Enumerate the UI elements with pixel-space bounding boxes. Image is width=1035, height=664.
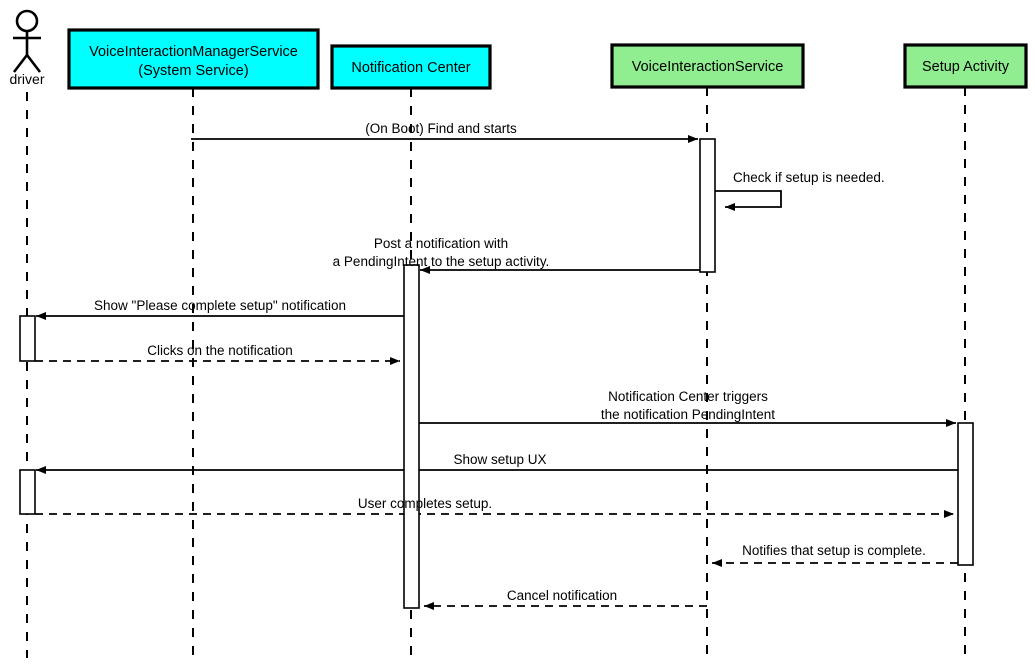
activation-bar-vis (699, 138, 716, 273)
message-label-msg-post-notification-line2: a PendingIntent to the setup activity. (333, 254, 550, 269)
participant-box-notifcenter[interactable] (330, 44, 492, 90)
message-label-msg-find-and-starts: (On Boot) Find and starts (365, 121, 517, 136)
message-msg-check-setup-needed (715, 190, 782, 211)
participant-box-rect-vims[interactable] (67, 28, 320, 90)
activations-layer (19, 138, 974, 609)
participant-box-rect-vis[interactable] (610, 43, 805, 89)
message-label-msg-triggers-pendingintent-line2: the notification PendingIntent (601, 407, 775, 422)
actor-driver (12, 9, 42, 73)
message-label-msg-show-complete-setup-notification: Show "Please complete setup" notificatio… (94, 298, 346, 313)
message-label-msg-check-setup-needed: Check if setup is needed. (733, 170, 885, 185)
message-label-msg-post-notification-line1: Post a notification with (374, 236, 508, 251)
participant-box-vims[interactable] (67, 28, 320, 90)
participants-layer (12, 9, 1028, 90)
actor-label-driver: driver (9, 71, 44, 87)
participant-box-rect-notifcenter[interactable] (330, 44, 492, 90)
activation-bar-setupactivity (957, 422, 974, 566)
activation-bar-notifcenter (403, 264, 420, 609)
participant-label-notifcenter: Notification Center (351, 60, 470, 76)
actor-leg-left (12, 54, 29, 73)
message-label-msg-cancel-notification: Cancel notification (507, 588, 617, 603)
messages-layer (35, 135, 958, 610)
message-label-msg-triggers-pendingintent-line1: Notification Center triggers (608, 389, 768, 404)
participant-box-vis[interactable] (610, 43, 805, 89)
message-label-msg-user-completes-setup: User completes setup. (358, 496, 492, 511)
participant-box-setupactivity[interactable] (903, 43, 1028, 89)
activation-bar-driver (19, 315, 36, 362)
message-label-msg-notifies-setup-complete: Notifies that setup is complete. (742, 543, 926, 558)
actor-leg-right (25, 54, 42, 73)
participant-label-vims: VoiceInteractionManagerService (89, 44, 298, 60)
participant-label2-vims: (System Service) (138, 63, 248, 79)
message-label-msg-show-setup-ux: Show setup UX (453, 452, 546, 467)
message-line-msg-check-setup-needed (715, 190, 782, 211)
labels-layer: driver VoiceInteractionManagerService (Sys… (9, 44, 1009, 603)
participant-label-setupactivity: Setup Activity (922, 59, 1010, 75)
participant-label-vis: VoiceInteractionService (632, 59, 784, 75)
message-label-msg-clicks-on-notification: Clicks on the notification (147, 343, 293, 358)
participant-box-rect-setupactivity[interactable] (903, 43, 1028, 89)
actor-head-icon (15, 9, 39, 33)
activation-bar-driver (19, 469, 36, 515)
